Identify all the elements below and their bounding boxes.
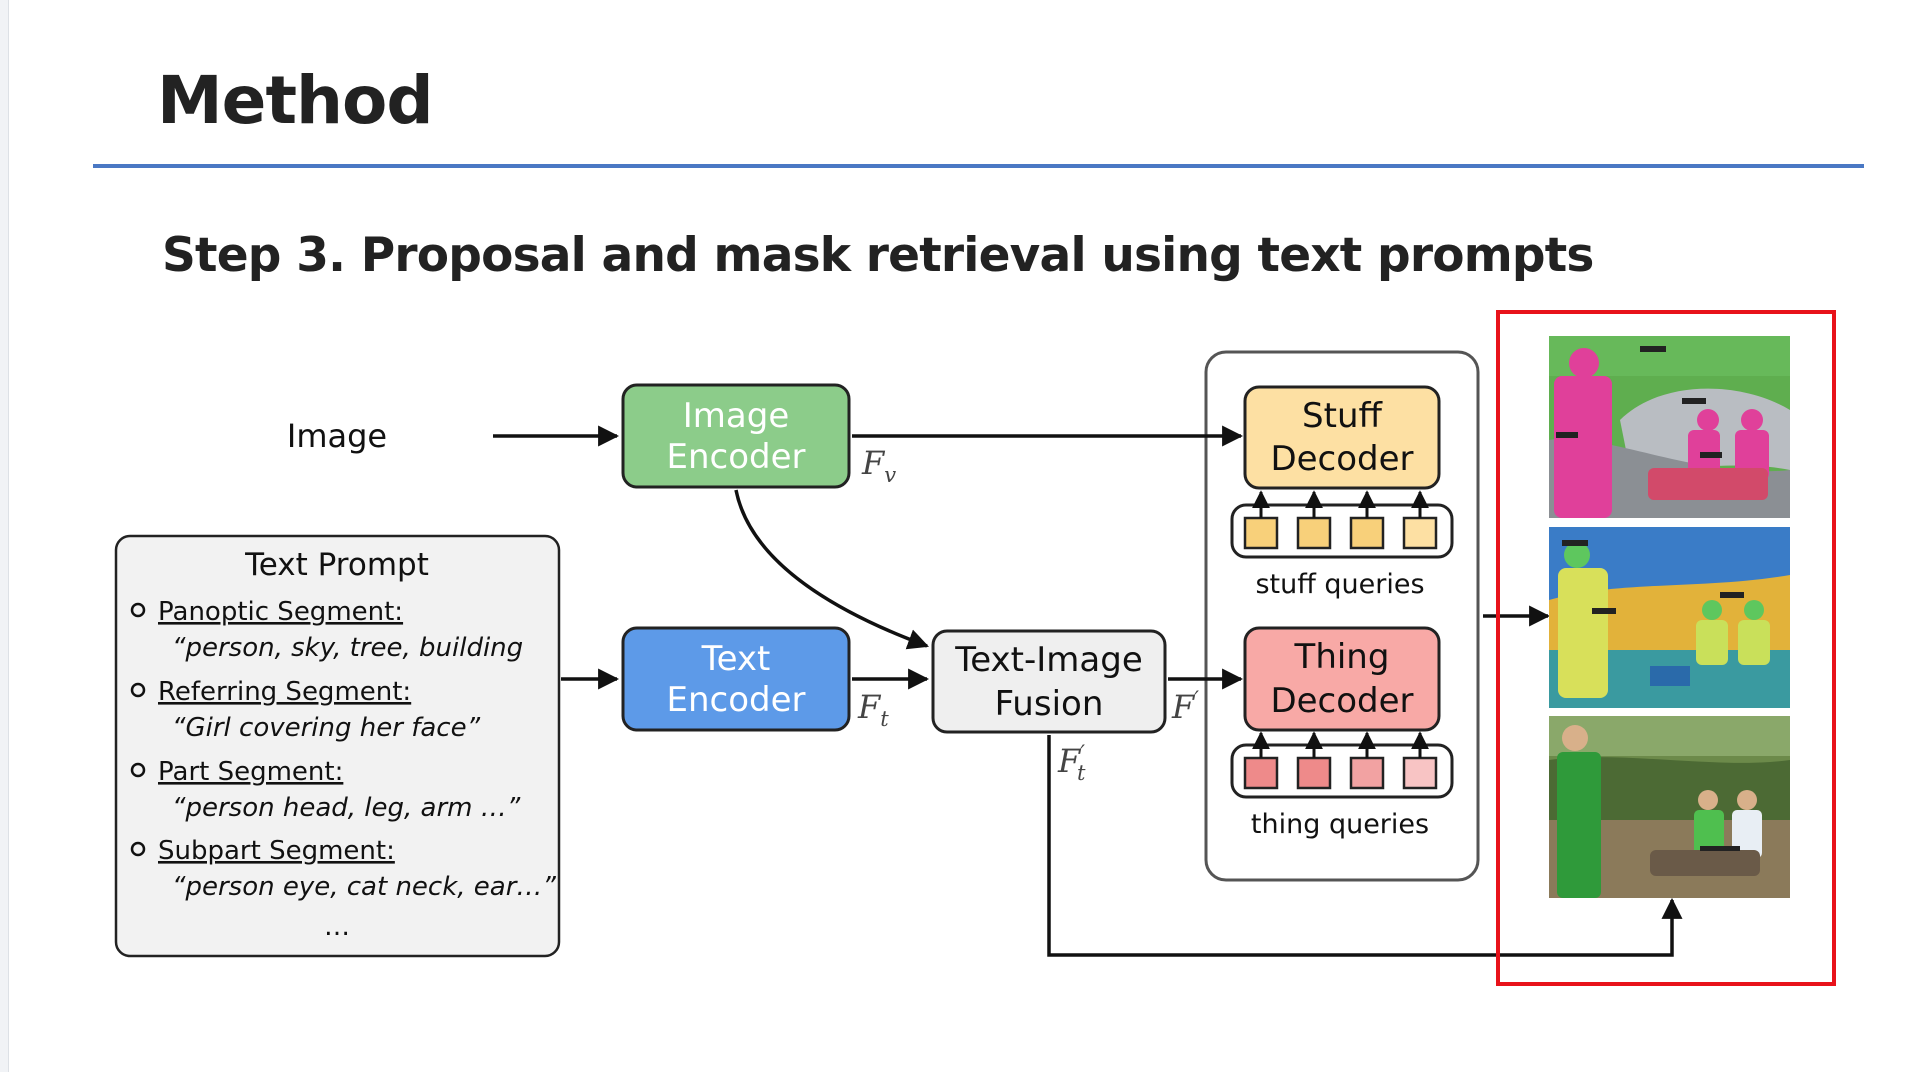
prompt-item-label: Subpart Segment: (158, 836, 395, 866)
thing-query-token (1349, 756, 1385, 790)
text-encoder-line1: Text (701, 639, 771, 679)
prompt-item-example: “person, sky, tree, building (172, 633, 523, 663)
result-image-referring (1549, 527, 1790, 708)
arrow-image-encoder-to-fusion (734, 489, 929, 650)
image-input-label: Image (287, 417, 387, 455)
highlight-frame (1496, 310, 1836, 986)
prompt-item-example: “Girl covering her face” (172, 713, 481, 743)
thing-queries-label: thing queries (1251, 809, 1429, 840)
image-encoder-line2: Encoder (666, 437, 805, 477)
decoder-container (1204, 350, 1480, 882)
thing-query-token (1243, 756, 1279, 790)
text-encoder-line2: Encoder (666, 680, 805, 720)
thing-decoder-box: Thing Decoder (1243, 626, 1441, 732)
feature-label-fv: Fv (861, 444, 896, 487)
stuff-decoder-line2: Decoder (1270, 439, 1413, 479)
arrow-fusion-to-results (1047, 735, 1683, 957)
flow-arrows (493, 425, 1683, 957)
fusion-line2: Fusion (995, 684, 1104, 724)
prompt-item-label: Part Segment: (158, 757, 343, 787)
step-heading: Step 3. Proposal and mask retrieval usin… (162, 228, 1594, 283)
stuff-query-token (1349, 516, 1385, 550)
thing-queries-group (1230, 731, 1454, 799)
image-encoder-box: Image Encoder (621, 383, 851, 489)
image-encoder-line1: Image (683, 396, 789, 436)
prompt-item-example: “person eye, cat neck, ear…” (172, 872, 556, 902)
result-image-panoptic (1549, 336, 1790, 518)
stuff-queries-group (1230, 490, 1454, 559)
stuff-query-token (1296, 516, 1332, 550)
stuff-query-token (1243, 516, 1279, 550)
stuff-decoder-line1: Stuff (1302, 396, 1383, 436)
bullet-icon (130, 841, 146, 857)
text-prompt-panel: Text Prompt Panoptic Segment: “person, s… (114, 534, 561, 958)
prompt-item-label: Panoptic Segment: (158, 597, 403, 627)
stuff-decoder-box: Stuff Decoder (1243, 385, 1441, 490)
text-prompt-title: Text Prompt (244, 547, 429, 583)
thing-decoder-line2: Decoder (1270, 681, 1413, 721)
title-rule (93, 164, 1864, 168)
bullet-icon (130, 602, 146, 618)
bullet-icon (130, 682, 146, 698)
stuff-queries-label: stuff queries (1255, 569, 1424, 600)
fusion-box: Text-Image Fusion (931, 629, 1167, 734)
prompt-item-label: Referring Segment: (158, 677, 411, 707)
prompt-item-example: “person head, leg, arm …” (172, 793, 521, 823)
fusion-line1: Text-Image (954, 640, 1143, 680)
feature-label-ft: Ft (857, 688, 889, 731)
thing-query-token (1402, 756, 1438, 790)
text-encoder-box: Text Encoder (621, 626, 851, 732)
result-image-photo (1549, 716, 1790, 898)
page-left-edge (0, 0, 9, 1072)
feature-label-fv-prime: F′ (1171, 687, 1199, 726)
feature-label-ft-prime: F′t (1057, 741, 1086, 785)
page-title: Method (157, 62, 434, 139)
thing-decoder-line1: Thing (1294, 637, 1390, 677)
bullet-icon (130, 762, 146, 778)
thing-query-token (1296, 756, 1332, 790)
prompt-ellipsis: … (324, 912, 350, 942)
stuff-query-token (1402, 516, 1438, 550)
